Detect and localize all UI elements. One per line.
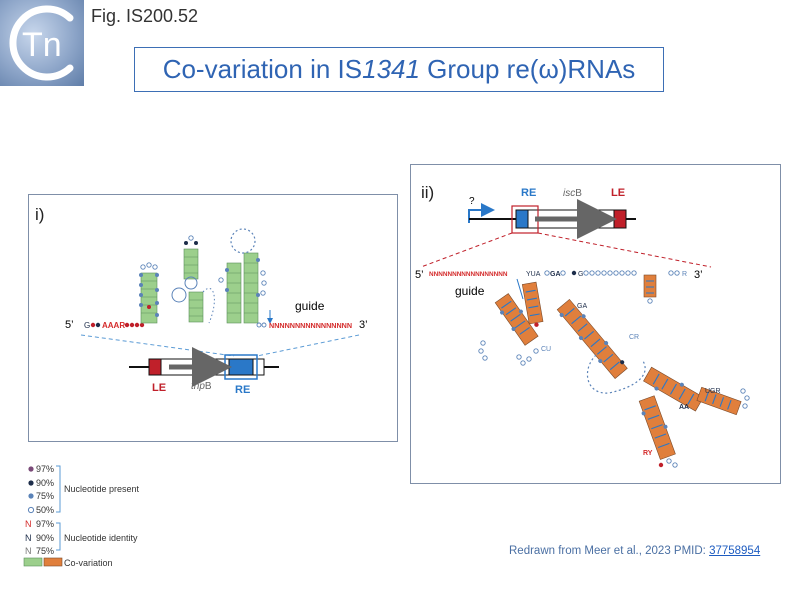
legend-pct-97: 97% [36,464,55,474]
seq-ugr: UGR [705,388,721,395]
credit-line: Redrawn from Meer et al., 2023 PMID: 377… [509,545,761,557]
top-strand-dots [544,270,680,276]
seq-aaar: AAAR [102,321,125,330]
promoter-arrow [468,203,495,223]
re-block-ii [515,209,529,229]
legend-id-75: 75% [36,546,55,556]
connector-right [256,334,360,357]
stem-3 [188,288,215,324]
stem-2 [171,235,199,303]
re-block [228,358,254,376]
panel-ii: ii) ? RE LE iscB 5’ NNNNNNNNNNNNNNNNN YU… [410,164,781,484]
seq-cu: CU [541,346,551,353]
legend-id-97: 97% [36,519,55,529]
stem-e [696,386,742,416]
tn-logo: Tn [0,0,84,86]
nt-dot [658,462,664,468]
page-title: Co-variation in IS1341 Group re(ω)RNAs [162,54,636,84]
stem-b [521,281,544,327]
loop-left [478,340,539,366]
legend-co-variation: Co-variation [64,558,113,568]
seq-ry: RY [643,450,653,457]
gene-label: tnpB [191,381,212,392]
legend-pct-90: 90% [36,478,55,488]
legend-dot-97 [28,466,34,472]
connector-ii-right [537,232,712,268]
figure-number: Fig. IS200.52 [91,6,199,26]
connector-ii-left [420,232,513,268]
le-label: LE [152,382,166,394]
seq-g: G [84,321,90,330]
is-element-schematic-ii: ? RE LE iscB [468,187,636,239]
seq-ga: GA [550,271,561,278]
nt-dot [571,270,577,276]
three-prime-label: 3’ [359,319,368,331]
le-block-ii [613,209,627,229]
le-block [148,358,162,376]
legend-pct-75: 75% [36,491,55,501]
promoter-question: ? [469,196,475,207]
guide-label-ii: guide [455,284,485,298]
stem-4 [218,228,267,324]
seq-cr: CR [629,334,639,341]
legend-dot-75 [28,493,34,499]
pmid-link[interactable]: 37758954 [709,545,761,557]
three-prime-label-ii: 3’ [694,269,703,281]
re-label: RE [235,384,250,396]
stem-1 [139,262,159,324]
stem-c [556,298,628,380]
stem-f [638,395,676,460]
logo-graphic: Tn [9,5,74,81]
legend-graphic [23,465,63,567]
panel-i: i) 5’ G AAAR [28,194,398,442]
legend-n-grey: N [25,546,32,556]
guide-label: guide [295,299,325,313]
legend-green-pair [23,557,43,567]
legend-dot-90 [28,480,34,486]
le-label-ii: LE [611,187,625,199]
guide-pointer [516,278,524,300]
legend-n-dark: N [25,533,32,543]
title-box: Co-variation in IS1341 Group re(ω)RNAs [134,47,664,92]
legend-dot-50 [27,506,35,514]
legend-n-red: N [25,519,32,529]
seq-r-ii: R [682,271,687,278]
re-label-ii: RE [521,187,536,199]
legend-pct-50: 50% [36,505,55,515]
five-prime-label-ii: 5’ [415,269,424,281]
seq-g-ii: G [578,271,583,278]
seq-yua: YUA [526,271,541,278]
nt-dot [95,322,101,328]
logo-text: Tn [22,26,62,64]
nt-dot [90,322,96,328]
loop-bottom [666,458,678,468]
is-element-schematic: LE RE tnpB [129,347,279,396]
panel-i-diagram: 5’ G AAAR [65,228,368,396]
loop-right [740,388,750,409]
legend-orange-pair [43,557,63,567]
guide-seq-ii: NNNNNNNNNNNNNNNNN [429,271,508,278]
guide-seq: NNNNNNNNNNNNNNNN [269,321,352,330]
panel-ii-label: ii) [421,183,435,202]
connector-left [80,334,235,357]
five-prime-label: 5’ [65,319,74,331]
legend-nucleotide-identity: Nucleotide identity [64,533,138,543]
legend-bracket-identity [56,522,61,551]
panel-i-label: i) [35,205,45,224]
seq-ga2: GA [577,303,587,310]
seq-aa: AA [679,404,689,411]
gene-label-ii: iscB [563,188,582,199]
stem-d [643,366,704,412]
legend-id-90: 90% [36,533,55,543]
legend-nucleotide-present: Nucleotide present [64,484,140,494]
legend-bracket-present [56,465,61,513]
hairpin-3prime [643,274,657,304]
panel-ii-diagram: ? RE LE iscB 5’ NNNNNNNNNNNNNNNNN YUA GA… [415,187,750,468]
stem-a [494,293,539,346]
red-nt-run [124,322,145,328]
